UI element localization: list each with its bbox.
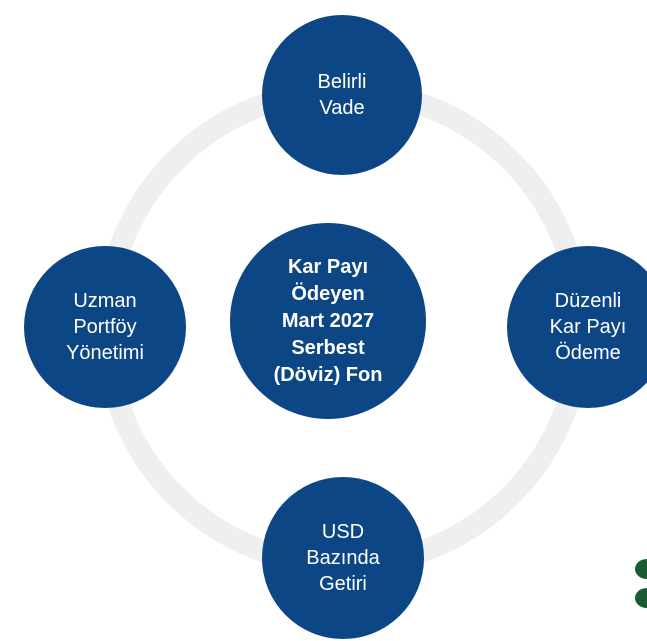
node-label-line: Düzenli [554,290,622,312]
node-belirli-vade: Belirli Vade [262,15,422,175]
center-label-line: Mart 2027 [281,309,375,332]
node-label-line: USD [321,521,365,543]
node-label-line: Uzman [73,290,137,312]
center-label-line: Serbest [291,336,365,359]
node-usd-bazinda-getiri: USD Bazında Getiri [262,477,424,639]
node-label-line: Vade [319,97,365,119]
node-label-line: Portföy [73,316,137,338]
center-node-fund-name: Kar Payı Ödeyen Mart 2027 Serbest (Döviz… [230,223,426,419]
node-label-line: Belirli [317,71,367,93]
node-label-line: Bazında [306,547,380,569]
center-label-line: Ödeyen [291,282,365,305]
center-label-line: (Döviz) Fon [273,363,383,386]
node-label-line: Kar Payı [549,316,627,338]
center-label-line: Kar Payı [287,255,369,278]
node-label-line: Ödeme [555,342,621,364]
logo-mark-icon [635,559,647,608]
node-label-line: Getiri [319,573,367,595]
node-uzman-portfoy-yonetimi: Uzman Portföy Yönetimi [24,246,186,408]
node-label-line: Yönetimi [66,342,144,364]
node-duzenli-kar-payi-odeme: Düzenli Kar Payı Ödeme [507,246,647,408]
